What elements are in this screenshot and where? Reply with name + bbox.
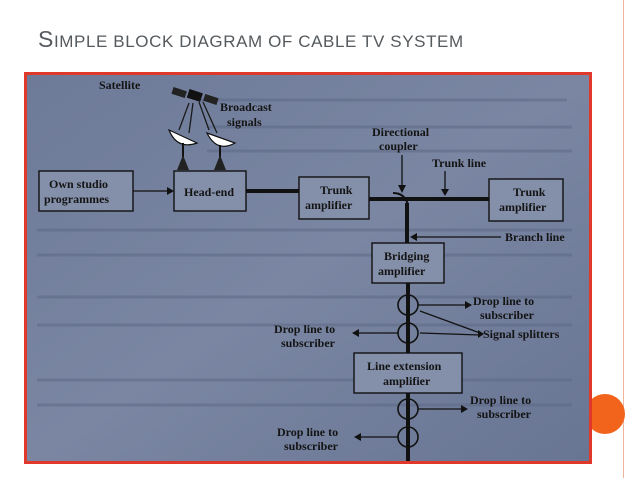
paper-background bbox=[27, 75, 589, 461]
pointer-splitter-2 bbox=[419, 332, 481, 336]
satellite-icon bbox=[171, 87, 219, 105]
slide-border-line bbox=[623, 0, 624, 478]
arrowhead-drop-right-2 bbox=[461, 405, 468, 413]
box-own-studio bbox=[38, 170, 134, 212]
diagram-photo: Satellite Broadcast signals Own studio p… bbox=[24, 72, 592, 464]
label-bridging-line1: Bridging bbox=[384, 249, 429, 263]
label-drop-left-1b: subscriber bbox=[281, 336, 336, 350]
box-trunk-amplifier-left bbox=[298, 176, 370, 220]
slide-title-rest: IMPLE BLOCK DIAGRAM OF CABLE TV SYSTEM bbox=[53, 32, 464, 51]
label-directional-line2: coupler bbox=[379, 139, 418, 153]
label-signal-splitters: Signal splitters bbox=[483, 327, 560, 341]
label-line-ext-line2: amplifier bbox=[383, 374, 431, 388]
label-drop-right-2a: Drop line to bbox=[470, 393, 531, 407]
arrowhead-branch-line bbox=[410, 233, 417, 241]
label-drop-right-1a: Drop line to bbox=[473, 294, 534, 308]
label-drop-right-1b: subscriber bbox=[480, 308, 535, 322]
box-line-extension-amplifier bbox=[353, 352, 463, 394]
arrowhead-drop-left-1 bbox=[352, 329, 359, 337]
label-broadcast-line1: Broadcast bbox=[220, 100, 272, 114]
label-trunk-amp-left-line1: Trunk bbox=[320, 183, 353, 197]
label-own-studio-line1: Own studio bbox=[49, 177, 108, 191]
slide-title: SIMPLE BLOCK DIAGRAM OF CABLE TV SYSTEM bbox=[38, 26, 464, 53]
label-directional-line1: Directional bbox=[372, 125, 430, 139]
label-bridging-line2: amplifier bbox=[378, 264, 426, 278]
label-own-studio-line2: programmes bbox=[44, 192, 109, 206]
label-line-ext-line1: Line extension bbox=[367, 359, 442, 373]
dish-antenna-left bbox=[167, 128, 199, 170]
label-satellite: Satellite bbox=[99, 78, 141, 92]
arrowhead-drop-left-2 bbox=[354, 433, 361, 441]
label-trunk-line: Trunk line bbox=[432, 156, 487, 170]
dish-antenna-right bbox=[205, 131, 237, 170]
label-head-end: Head-end bbox=[184, 185, 234, 199]
slide-title-initial: S bbox=[38, 26, 54, 52]
pointer-splitter-1 bbox=[419, 310, 481, 334]
broadcast-signal-lines bbox=[178, 101, 218, 134]
label-trunk-amp-right-line1: Trunk bbox=[513, 185, 546, 199]
box-bridging-amplifier bbox=[371, 242, 445, 284]
arrowhead-signal-splitters bbox=[478, 330, 484, 338]
box-trunk-amplifier-right bbox=[488, 178, 564, 222]
arrowhead-directional bbox=[398, 185, 406, 193]
label-drop-left-2b: subscriber bbox=[284, 439, 339, 453]
arrowhead-drop-right-1 bbox=[465, 301, 472, 309]
label-drop-left-2a: Drop line to bbox=[277, 425, 338, 439]
label-trunk-amp-left-line2: amplifier bbox=[305, 198, 353, 212]
label-branch-line: Branch line bbox=[505, 230, 565, 244]
cable-tv-block-diagram: Satellite Broadcast signals Own studio p… bbox=[27, 75, 589, 461]
arrowhead-trunk-line bbox=[441, 189, 449, 196]
label-drop-right-2b: subscriber bbox=[477, 407, 532, 421]
label-drop-left-1a: Drop line to bbox=[274, 322, 335, 336]
label-trunk-amp-right-line2: amplifier bbox=[499, 200, 547, 214]
label-broadcast-line2: signals bbox=[227, 115, 262, 129]
arrowhead-studio bbox=[167, 187, 174, 195]
background-text-texture bbox=[37, 98, 572, 407]
